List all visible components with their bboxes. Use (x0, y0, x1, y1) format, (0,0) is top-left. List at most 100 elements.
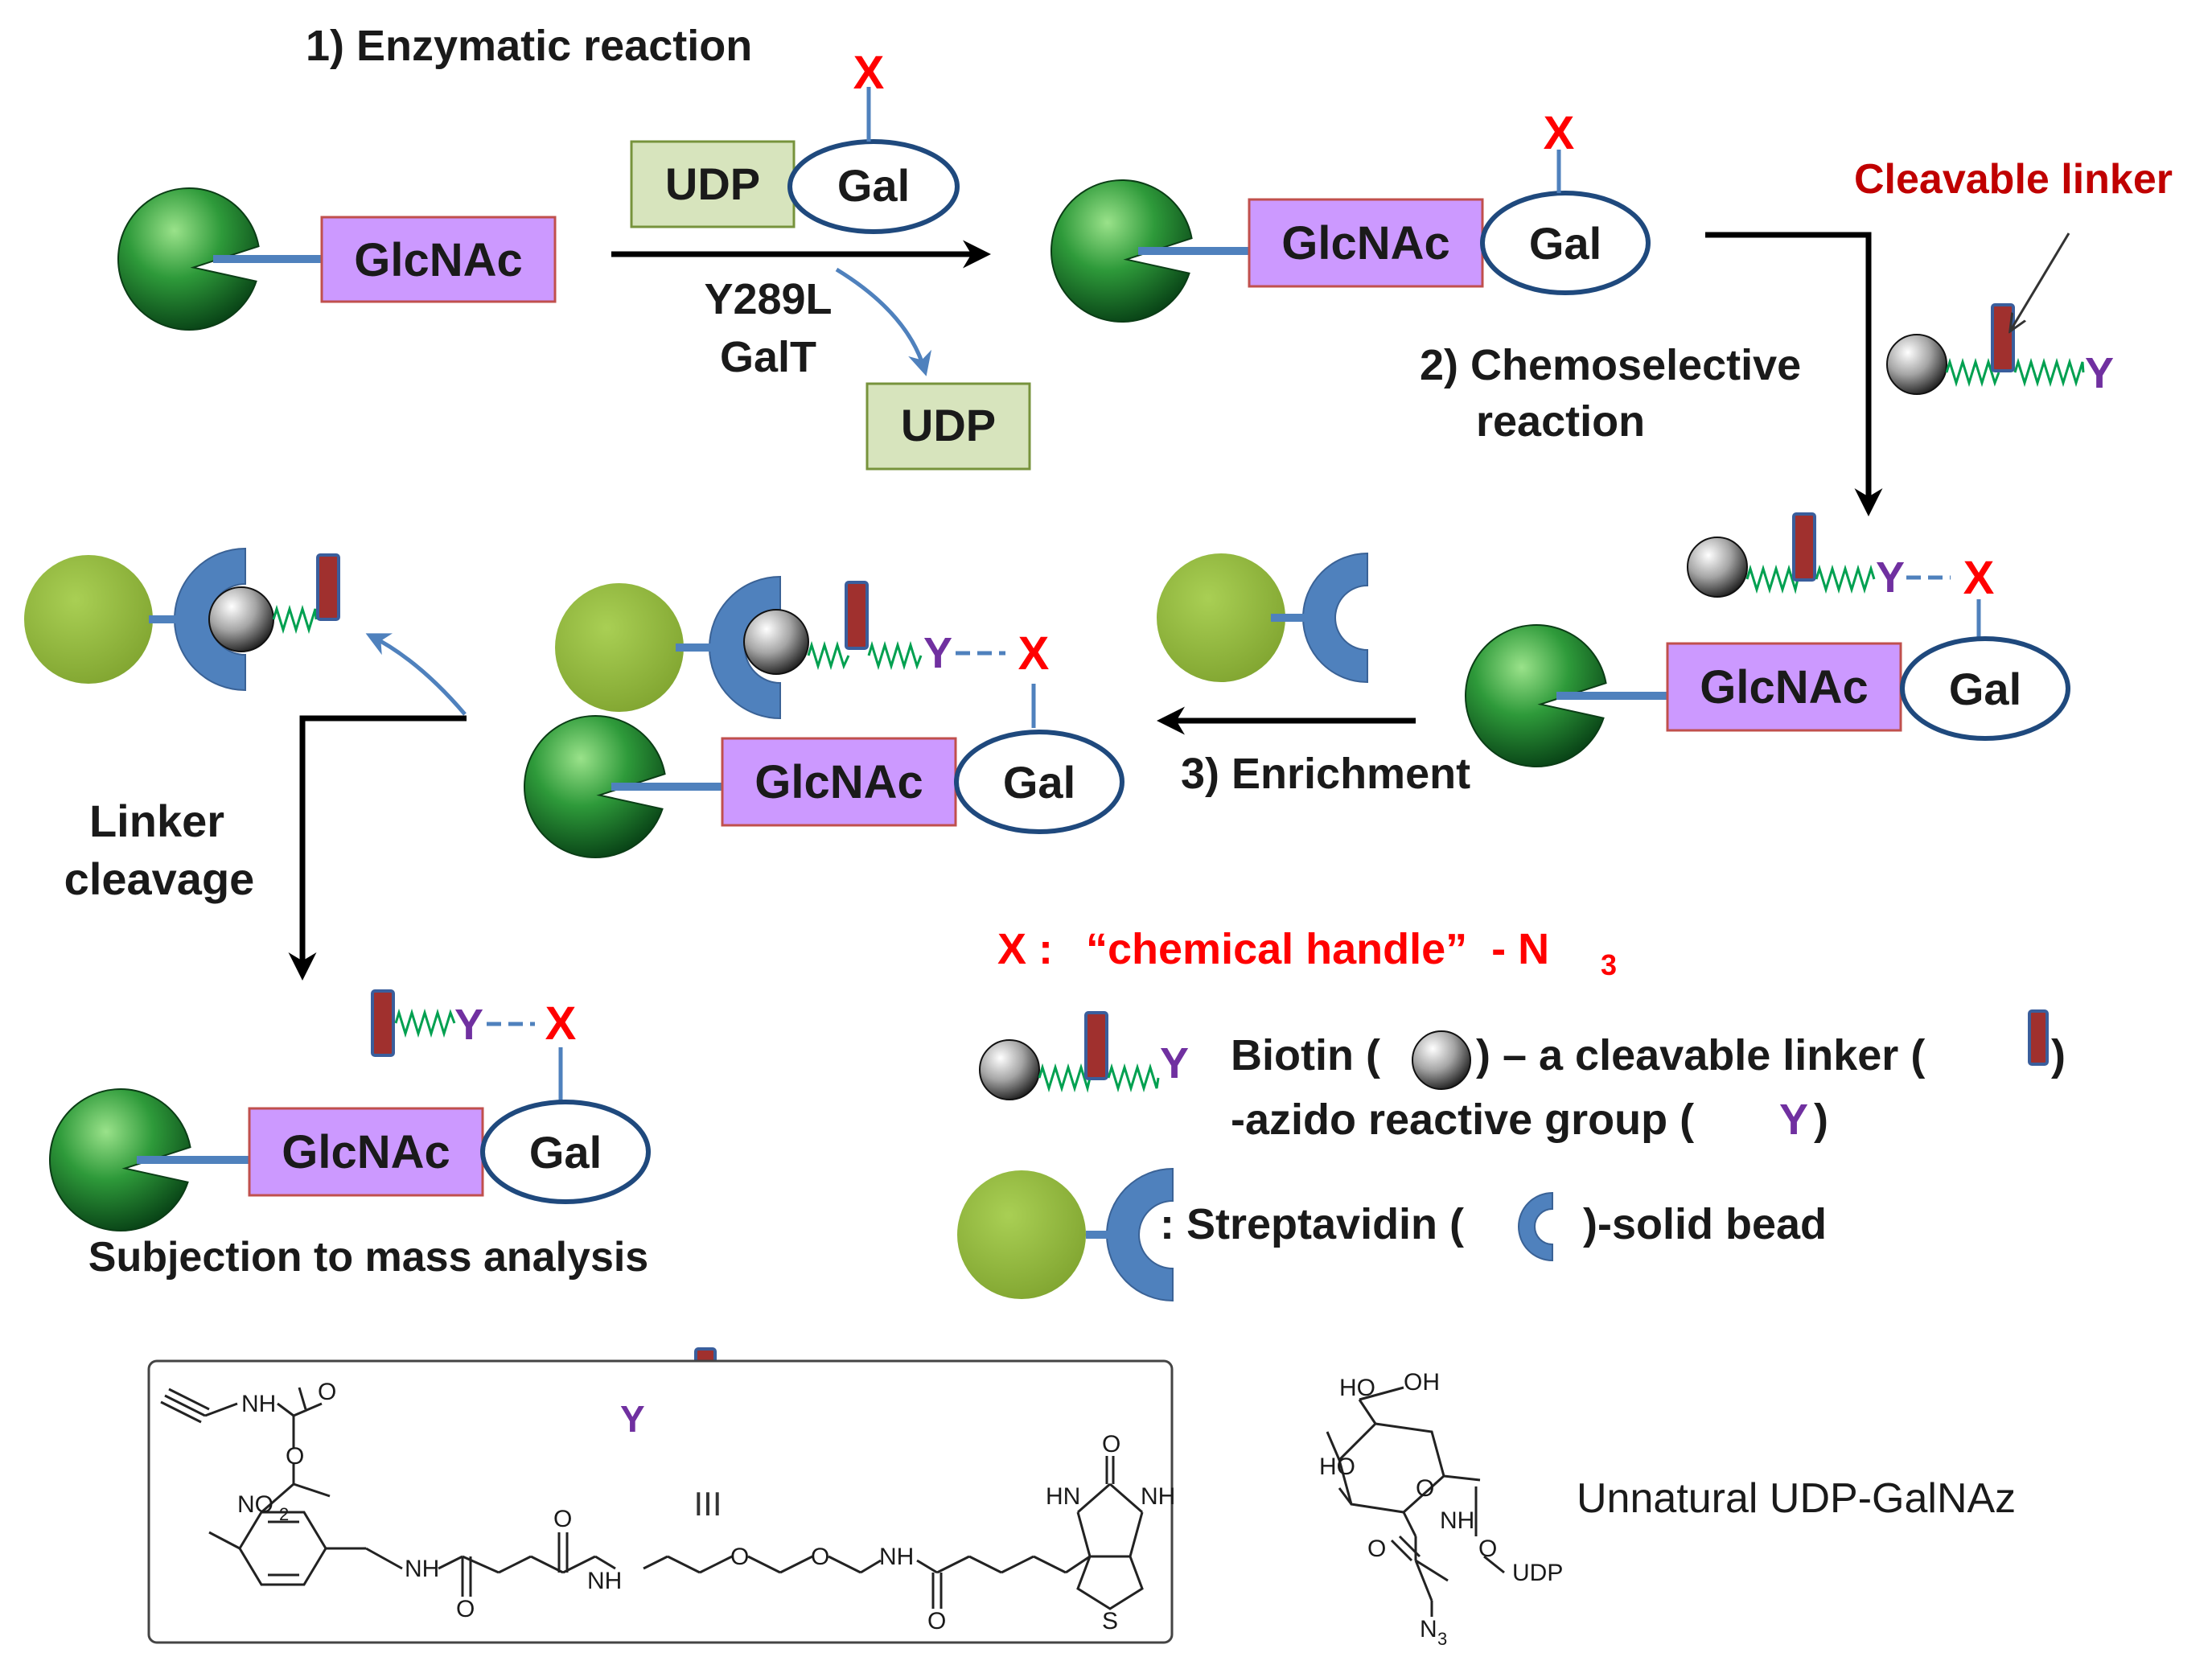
legend-cleavable-block (1084, 1011, 1108, 1080)
x-label-donor: X (853, 47, 885, 99)
step3-label: 3) Enrichment (1181, 750, 1470, 798)
linker-spring-d-a (807, 640, 850, 671)
svg-text:HO: HO (1339, 1375, 1375, 1401)
x-label-b: X (1544, 107, 1575, 159)
y-label-c: Y (1876, 553, 1905, 602)
glcnac-box-b (1248, 198, 1484, 288)
protein-f-icon (49, 1088, 191, 1231)
legend-n3-subscript: 3 (1601, 948, 1617, 981)
x-label-f: X (545, 997, 577, 1050)
legend-streptavidin-bead (957, 1170, 1086, 1299)
enzyme-name-line2: GalT (720, 333, 816, 381)
svg-text:2: 2 (279, 1504, 289, 1524)
glcnac-label-d: GlcNAc (754, 756, 923, 808)
cleavage-label-line1: Linker (89, 796, 224, 846)
svg-text:NH: NH (405, 1556, 439, 1582)
legend-biotin-pre: Biotin ( (1231, 1031, 1380, 1079)
svg-text:UDP: UDP (1512, 1560, 1563, 1586)
biotin-sphere-d (743, 609, 809, 675)
streptavidin-cup-free (1302, 552, 1368, 684)
chemoselective-arrow (1705, 232, 1883, 516)
protein-c-icon (1465, 623, 1607, 767)
glcnac-label-c: GlcNAc (1700, 661, 1869, 713)
cleavable-block-c (1792, 512, 1816, 582)
cleavable-linker-label: Cleavable linker (1854, 156, 2173, 203)
svg-text:O: O (286, 1443, 304, 1470)
glcnac-label-f: GlcNAc (282, 1126, 450, 1178)
svg-text:3: 3 (1437, 1629, 1447, 1649)
linker-cleavage-arrow (288, 715, 467, 981)
svg-text:HO: HO (1319, 1453, 1355, 1480)
udp-box-released (865, 382, 1031, 471)
legend-biotin-post: ) (2051, 1031, 2066, 1079)
svg-text:O: O (1102, 1431, 1120, 1458)
gal-ring-f (480, 1100, 651, 1204)
gal-label-donor: Gal (837, 160, 910, 211)
legend-azido-y: Y (1779, 1096, 1808, 1144)
svg-text:O: O (318, 1379, 336, 1405)
udp-galnaz-labels: HO OH HO O NH O UDP O N 3 (1319, 1369, 1563, 1649)
legend-biotin-sphere (979, 1039, 1040, 1100)
y-label-probe: Y (2085, 349, 2114, 397)
structure-probe-y: Y (620, 1398, 645, 1440)
legend-azido-post: ) (1814, 1096, 1828, 1144)
y-label-f: Y (454, 1001, 483, 1049)
cleavage-release-arrow (365, 633, 467, 716)
svg-text:NH: NH (1440, 1507, 1474, 1534)
protein-d-icon (524, 715, 666, 858)
gal-label-f: Gal (529, 1127, 602, 1178)
svg-text:O: O (553, 1506, 572, 1532)
probe-chemical-structure (160, 1387, 1144, 1610)
svg-text:O: O (1478, 1536, 1497, 1562)
legend-x-symbol: X : (997, 925, 1053, 973)
streptavidin-bead-e (24, 555, 153, 684)
glcnac-box-c (1666, 642, 1902, 732)
cleavable-block-f (371, 989, 395, 1057)
protein-a-icon (117, 187, 260, 331)
svg-text:O: O (811, 1544, 829, 1570)
svg-text:OH: OH (1404, 1369, 1440, 1396)
svg-text:O: O (730, 1544, 749, 1570)
protein-b-icon (1050, 179, 1193, 323)
cleavable-block-probe (1991, 303, 2015, 372)
udp-release-arrow (835, 267, 932, 376)
glcnac-box-f (248, 1107, 484, 1197)
gal-ring-donor (787, 139, 960, 234)
gal-label-b: Gal (1529, 218, 1601, 269)
legend-spring-b (1107, 1063, 1160, 1093)
svg-text:O: O (1367, 1536, 1386, 1562)
udp-label-donor: UDP (665, 158, 760, 209)
legend-streptavidin-inline (1518, 1191, 1553, 1262)
linker-spring-probe-a (1945, 357, 2000, 388)
cleavable-block-d (845, 581, 869, 650)
glcnac-label-a: GlcNAc (354, 234, 523, 286)
udp-label-released: UDP (901, 400, 996, 450)
biotin-sphere-probe (1886, 334, 1947, 395)
glcnac-box-d (721, 737, 957, 827)
gal-ring-b (1480, 191, 1651, 295)
legend-cleavable-inline (2028, 1009, 2049, 1066)
enzyme-name-line1: Y289L (704, 275, 832, 323)
glcnac-box-a (320, 216, 557, 303)
streptavidin-bead-free (1157, 553, 1285, 682)
linker-spring-f (394, 1008, 456, 1038)
legend-streptavidin-cup (1106, 1167, 1174, 1302)
svg-text:O: O (456, 1596, 475, 1622)
legend-spring-a (1038, 1063, 1092, 1093)
svg-text:HN: HN (1046, 1483, 1080, 1510)
gal-ring-c (1900, 636, 2070, 741)
probe-structure-labels: NH O O NO 2 NH O O NH O O NH O S HN NH O (237, 1379, 1175, 1634)
legend-biotin-inline (1412, 1030, 1471, 1090)
udp-galnaz-structure (1326, 1386, 1505, 1617)
linker-spring-d-b (867, 640, 923, 671)
linker-spring-c-a (1745, 564, 1799, 594)
legend-strep-post: )-solid bead (1583, 1200, 1827, 1248)
glcnac-label-b: GlcNAc (1281, 217, 1450, 269)
svg-text:O: O (927, 1608, 946, 1634)
streptavidin-bead-d (555, 583, 684, 712)
cleavable-block-e (316, 553, 340, 621)
svg-text:NO: NO (237, 1491, 273, 1518)
svg-text:S: S (1102, 1608, 1118, 1634)
svg-text:N: N (1420, 1616, 1437, 1643)
